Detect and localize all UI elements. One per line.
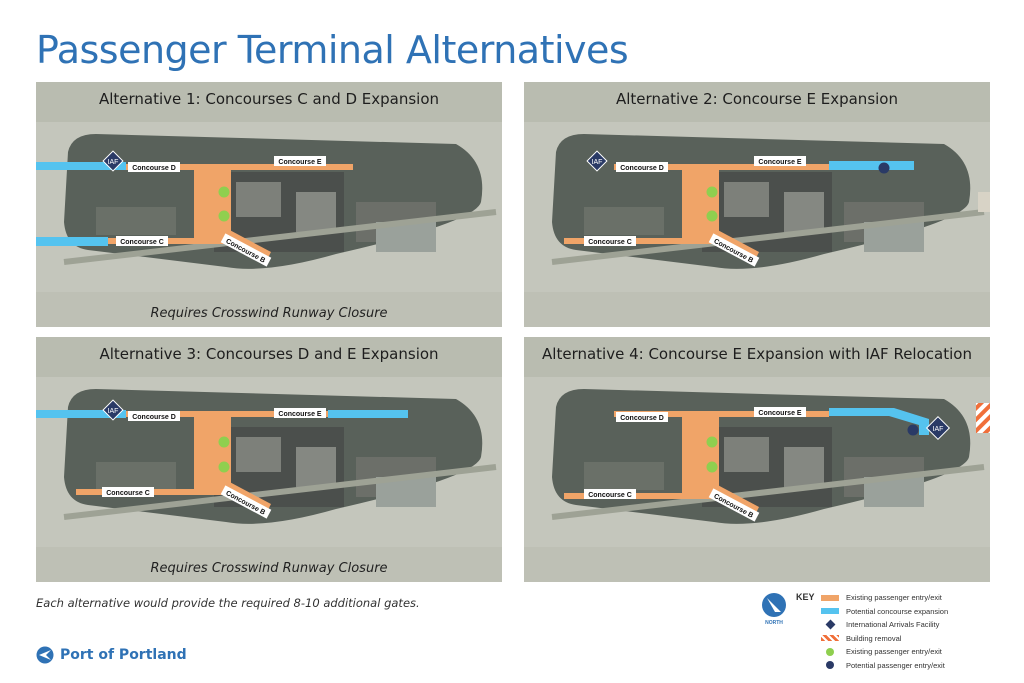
panel-title: Alternative 3: Concourses D and E Expans… xyxy=(99,345,439,363)
legend-item: International Arrivals Facility xyxy=(820,618,948,632)
legend-label: International Arrivals Facility xyxy=(846,620,940,630)
panel-title: Alternative 4: Concourse E Expansion wit… xyxy=(542,345,972,363)
hatched-bar-icon xyxy=(821,635,839,642)
svg-text:IAF: IAF xyxy=(933,426,944,433)
panel-note: Requires Crosswind Runway Closure xyxy=(150,561,388,576)
legend-item: Existing passenger entry/exit xyxy=(820,645,948,659)
panel-note: Requires Crosswind Runway Closure xyxy=(150,306,388,321)
north-arrow-icon: NORTH xyxy=(758,592,790,626)
port-logo-text: Port of Portland xyxy=(60,647,187,663)
svg-text:Concourse E: Concourse E xyxy=(278,159,322,166)
svg-text:Concourse D: Concourse D xyxy=(620,415,664,422)
svg-text:IAF: IAF xyxy=(592,159,603,166)
page-title: Passenger Terminal Alternatives xyxy=(36,28,629,72)
svg-text:IAF: IAF xyxy=(108,159,119,166)
svg-text:Concourse C: Concourse C xyxy=(120,239,164,246)
svg-text:Concourse C: Concourse C xyxy=(106,490,150,497)
panel-title: Alternative 2: Concourse E Expansion xyxy=(616,90,898,108)
svg-text:Concourse E: Concourse E xyxy=(758,410,802,417)
svg-text:Concourse D: Concourse D xyxy=(620,165,664,172)
panel-title: Alternative 1: Concourses C and D Expans… xyxy=(98,90,440,108)
legend-label: Potential concourse expansion xyxy=(846,606,949,616)
svg-text:Concourse C: Concourse C xyxy=(588,239,632,246)
alternative-2-panel: IAF Concourse D Concourse E Concourse C … xyxy=(524,82,990,327)
legend-label: Building removal xyxy=(846,633,902,643)
svg-text:Concourse D: Concourse D xyxy=(132,414,176,421)
svg-text:Concourse D: Concourse D xyxy=(132,165,176,172)
iaf-diamond-icon xyxy=(825,619,835,630)
legend-item: Building removal xyxy=(820,632,948,646)
alternative-1-panel: IAF Concourse D Concourse E Concourse C … xyxy=(36,82,502,327)
footnote: Each alternative would provide the requi… xyxy=(36,596,420,610)
legend-label: Existing passenger entry/exit xyxy=(846,593,942,603)
port-logo-icon xyxy=(36,646,54,664)
svg-text:Concourse E: Concourse E xyxy=(758,159,802,166)
svg-text:Concourse C: Concourse C xyxy=(588,492,632,499)
legend-item: Potential passenger entry/exit xyxy=(820,659,948,673)
port-logo: Port of Portland xyxy=(36,646,187,664)
legend-item: Potential concourse expansion xyxy=(820,605,948,619)
svg-text:Concourse E: Concourse E xyxy=(278,411,322,418)
alternative-3-panel: IAF Concourse D Concourse E Concourse C … xyxy=(36,337,502,582)
svg-text:IAF: IAF xyxy=(108,408,119,415)
green-dot-icon xyxy=(826,647,834,656)
alternative-4-panel: IAF Concourse D Concourse E Concourse C … xyxy=(524,337,990,582)
key-title: KEY xyxy=(796,592,815,602)
legend: Existing passenger entry/exit Potential … xyxy=(820,591,948,672)
blue-bar-icon xyxy=(821,608,839,615)
navy-dot-icon xyxy=(826,661,834,670)
legend-label: Potential passenger entry/exit xyxy=(846,660,945,670)
north-label: NORTH xyxy=(765,620,783,626)
legend-label: Existing passenger entry/exit xyxy=(846,647,942,657)
orange-bar-icon xyxy=(821,594,839,601)
legend-item: Existing passenger entry/exit xyxy=(820,591,948,605)
